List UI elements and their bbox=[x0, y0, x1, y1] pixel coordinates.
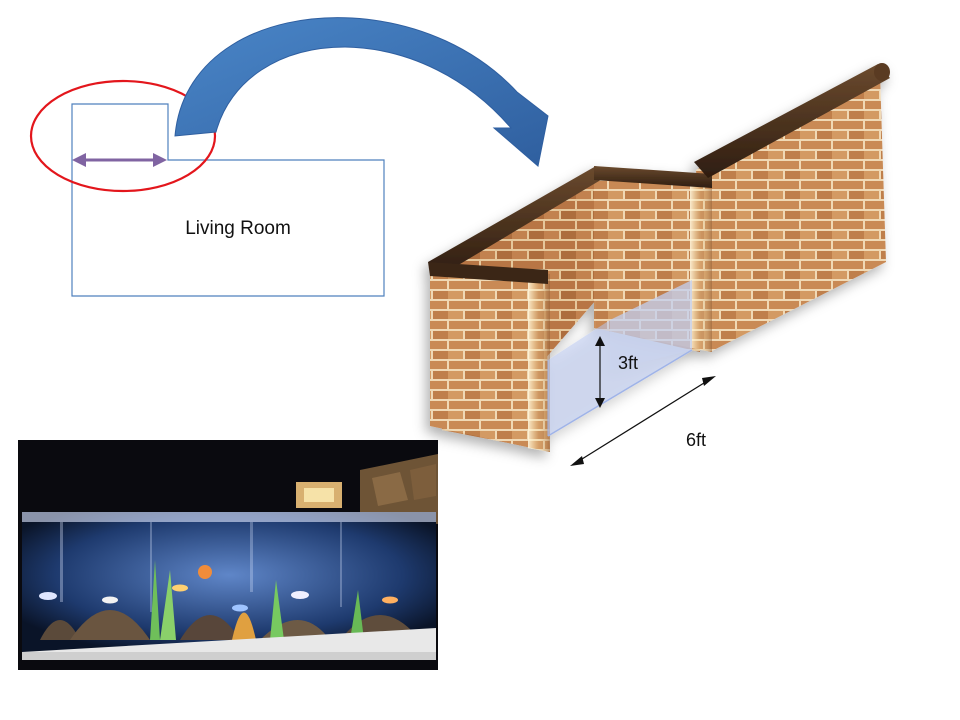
width-dimension: 6ft bbox=[570, 376, 716, 466]
cap-left bbox=[428, 166, 604, 276]
brick-alcove bbox=[428, 63, 890, 452]
curved-arrow-icon bbox=[174, 17, 549, 167]
width-label: 6ft bbox=[686, 430, 706, 450]
aquarium-photo bbox=[18, 440, 438, 670]
room-label: Living Room bbox=[185, 218, 291, 239]
cap-left-front bbox=[428, 262, 548, 284]
highlight-circle bbox=[29, 79, 217, 193]
double-arrow-icon bbox=[72, 153, 167, 167]
cap-right bbox=[694, 64, 890, 178]
center-pillar-highlight bbox=[690, 182, 712, 352]
height-dimension: 3ft bbox=[595, 336, 638, 408]
tank-back-face bbox=[610, 280, 692, 370]
left-front-wall bbox=[430, 268, 550, 452]
floor-plan-outline bbox=[71, 103, 385, 297]
height-label: 3ft bbox=[618, 353, 638, 373]
cap-center bbox=[594, 166, 712, 188]
right-wall bbox=[696, 74, 886, 352]
floor-plan: Living Room bbox=[29, 79, 385, 297]
cap-right-end bbox=[874, 63, 890, 81]
left-pillar-highlight bbox=[528, 272, 550, 452]
